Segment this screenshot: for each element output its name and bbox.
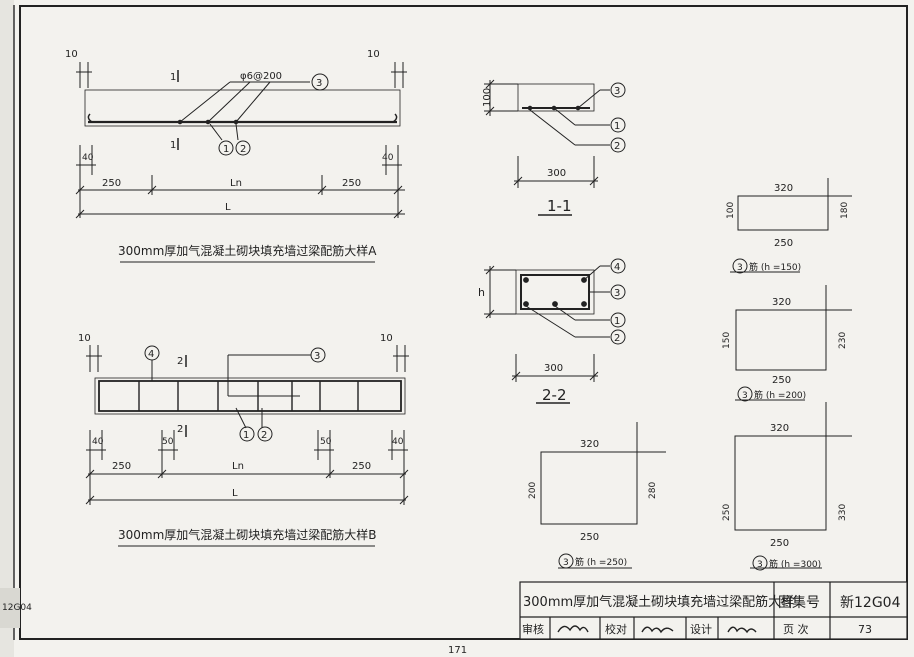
drawing-frame: [19, 5, 908, 640]
svg-text:2-2: 2-2: [542, 386, 567, 404]
svg-text:320: 320: [770, 423, 789, 434]
section-2-2-text: h 300 2-2 4 3 1 2: [478, 262, 620, 404]
svg-text:1: 1: [614, 316, 620, 327]
svg-text:50: 50: [320, 437, 332, 447]
stirrup-details: [540, 178, 852, 571]
svg-text:300mm厚加气混凝土砌块填充墙过梁配筋大样B: 300mm厚加气混凝土砌块填充墙过梁配筋大样B: [118, 527, 377, 542]
section-1-1-text: 100 300 1-1 3 1 2: [482, 86, 620, 215]
svg-text:2: 2: [177, 356, 183, 367]
svg-text:320: 320: [772, 297, 791, 308]
svg-text:200: 200: [528, 482, 538, 499]
svg-text:320: 320: [580, 439, 599, 450]
svg-text:1: 1: [614, 121, 620, 132]
svg-text:Ln: Ln: [232, 461, 244, 472]
svg-text:Ln: Ln: [230, 178, 242, 189]
svg-text:审核: 审核: [522, 622, 544, 636]
beam-a-outline: [84, 89, 401, 127]
detail-a-text: 10 10 φ6@200 3 1 2 1 1 40 40 250 Ln 250 …: [65, 49, 394, 258]
section-2-2: [484, 258, 626, 404]
svg-text:3: 3: [757, 560, 763, 570]
svg-text:330: 330: [838, 504, 848, 521]
svg-text:250: 250: [580, 532, 599, 543]
svg-text:2: 2: [240, 144, 246, 155]
svg-text:筋 (h =300): 筋 (h =300): [769, 558, 821, 570]
svg-text:40: 40: [382, 153, 394, 163]
svg-text:1: 1: [223, 144, 229, 155]
title-block: [519, 581, 908, 640]
svg-text:280: 280: [648, 482, 658, 499]
svg-text:3: 3: [614, 288, 620, 299]
svg-text:3: 3: [737, 263, 743, 273]
svg-text:12G04: 12G04: [2, 603, 32, 613]
svg-text:250: 250: [352, 461, 371, 472]
side-stamp: 12G04: [0, 588, 32, 628]
svg-text:筋 (h =150): 筋 (h =150): [749, 261, 801, 273]
svg-text:40: 40: [82, 153, 94, 163]
svg-text:250: 250: [722, 504, 732, 521]
detail-b-text: 10 10 4 3 1 2 2 2 40 50 50 40 250 Ln 250…: [78, 333, 404, 542]
beam-b-outline: [94, 377, 406, 415]
svg-text:300mm厚加气混凝土砌块填充墙过梁配筋大样A: 300mm厚加气混凝土砌块填充墙过梁配筋大样A: [118, 243, 377, 258]
svg-text:1: 1: [170, 72, 176, 83]
svg-text:1-1: 1-1: [547, 197, 572, 215]
svg-text:筋 (h =250): 筋 (h =250): [575, 556, 627, 568]
svg-text:筋 (h =200): 筋 (h =200): [754, 389, 806, 401]
title-block-text: 300mm厚加气混凝土砌块填充墙过梁配筋大样 图集号 新12G04 审核 校对 …: [522, 594, 901, 636]
svg-text:320: 320: [774, 183, 793, 194]
svg-text:设计: 设计: [690, 623, 712, 636]
svg-text:230: 230: [838, 332, 848, 349]
svg-text:100: 100: [726, 202, 736, 219]
svg-text:300: 300: [547, 168, 566, 179]
svg-text:校对: 校对: [605, 622, 627, 636]
detail-a: [75, 62, 407, 263]
svg-text:3: 3: [316, 78, 322, 89]
svg-text:40: 40: [92, 437, 104, 447]
svg-text:250: 250: [342, 178, 361, 189]
svg-text:φ6@200: φ6@200: [240, 71, 282, 82]
detail-b: [85, 345, 409, 547]
svg-text:250: 250: [102, 178, 121, 189]
svg-text:10: 10: [367, 49, 380, 60]
svg-text:10: 10: [65, 49, 78, 60]
section-1-1: [484, 79, 626, 216]
svg-text:180: 180: [840, 202, 850, 219]
svg-text:300: 300: [544, 363, 563, 374]
svg-text:2: 2: [614, 333, 620, 344]
svg-text:150: 150: [722, 332, 732, 349]
svg-text:1: 1: [243, 430, 249, 441]
svg-text:2: 2: [614, 141, 620, 152]
svg-text:250: 250: [774, 238, 793, 249]
svg-text:2: 2: [177, 424, 183, 435]
svg-text:300mm厚加气混凝土砌块填充墙过梁配筋大样: 300mm厚加气混凝土砌块填充墙过梁配筋大样: [523, 594, 794, 610]
svg-text:h: h: [478, 286, 485, 299]
svg-text:250: 250: [112, 461, 131, 472]
svg-text:73: 73: [858, 623, 872, 636]
svg-text:1: 1: [170, 140, 176, 151]
svg-text:L: L: [232, 488, 238, 499]
svg-text:新12G04: 新12G04: [840, 595, 901, 611]
svg-text:2: 2: [261, 430, 267, 441]
stirrup-text: 320 250 100 180 3 筋 (h =150) 320 250 150…: [528, 183, 850, 570]
svg-text:3: 3: [314, 351, 320, 362]
svg-text:4: 4: [614, 262, 620, 273]
svg-text:10: 10: [380, 333, 393, 344]
svg-text:图集号: 图集号: [778, 594, 820, 611]
svg-text:3: 3: [742, 391, 748, 401]
svg-text:100: 100: [482, 88, 493, 107]
svg-text:页 次: 页 次: [783, 622, 809, 636]
svg-text:3: 3: [614, 86, 620, 97]
svg-text:40: 40: [392, 437, 404, 447]
svg-text:250: 250: [772, 375, 791, 386]
svg-text:250: 250: [770, 538, 789, 549]
svg-text:L: L: [225, 202, 231, 213]
page-number: 171: [448, 645, 467, 656]
svg-text:3: 3: [563, 558, 569, 568]
svg-text:10: 10: [78, 333, 91, 344]
svg-text:50: 50: [162, 437, 174, 447]
svg-text:4: 4: [148, 349, 154, 360]
